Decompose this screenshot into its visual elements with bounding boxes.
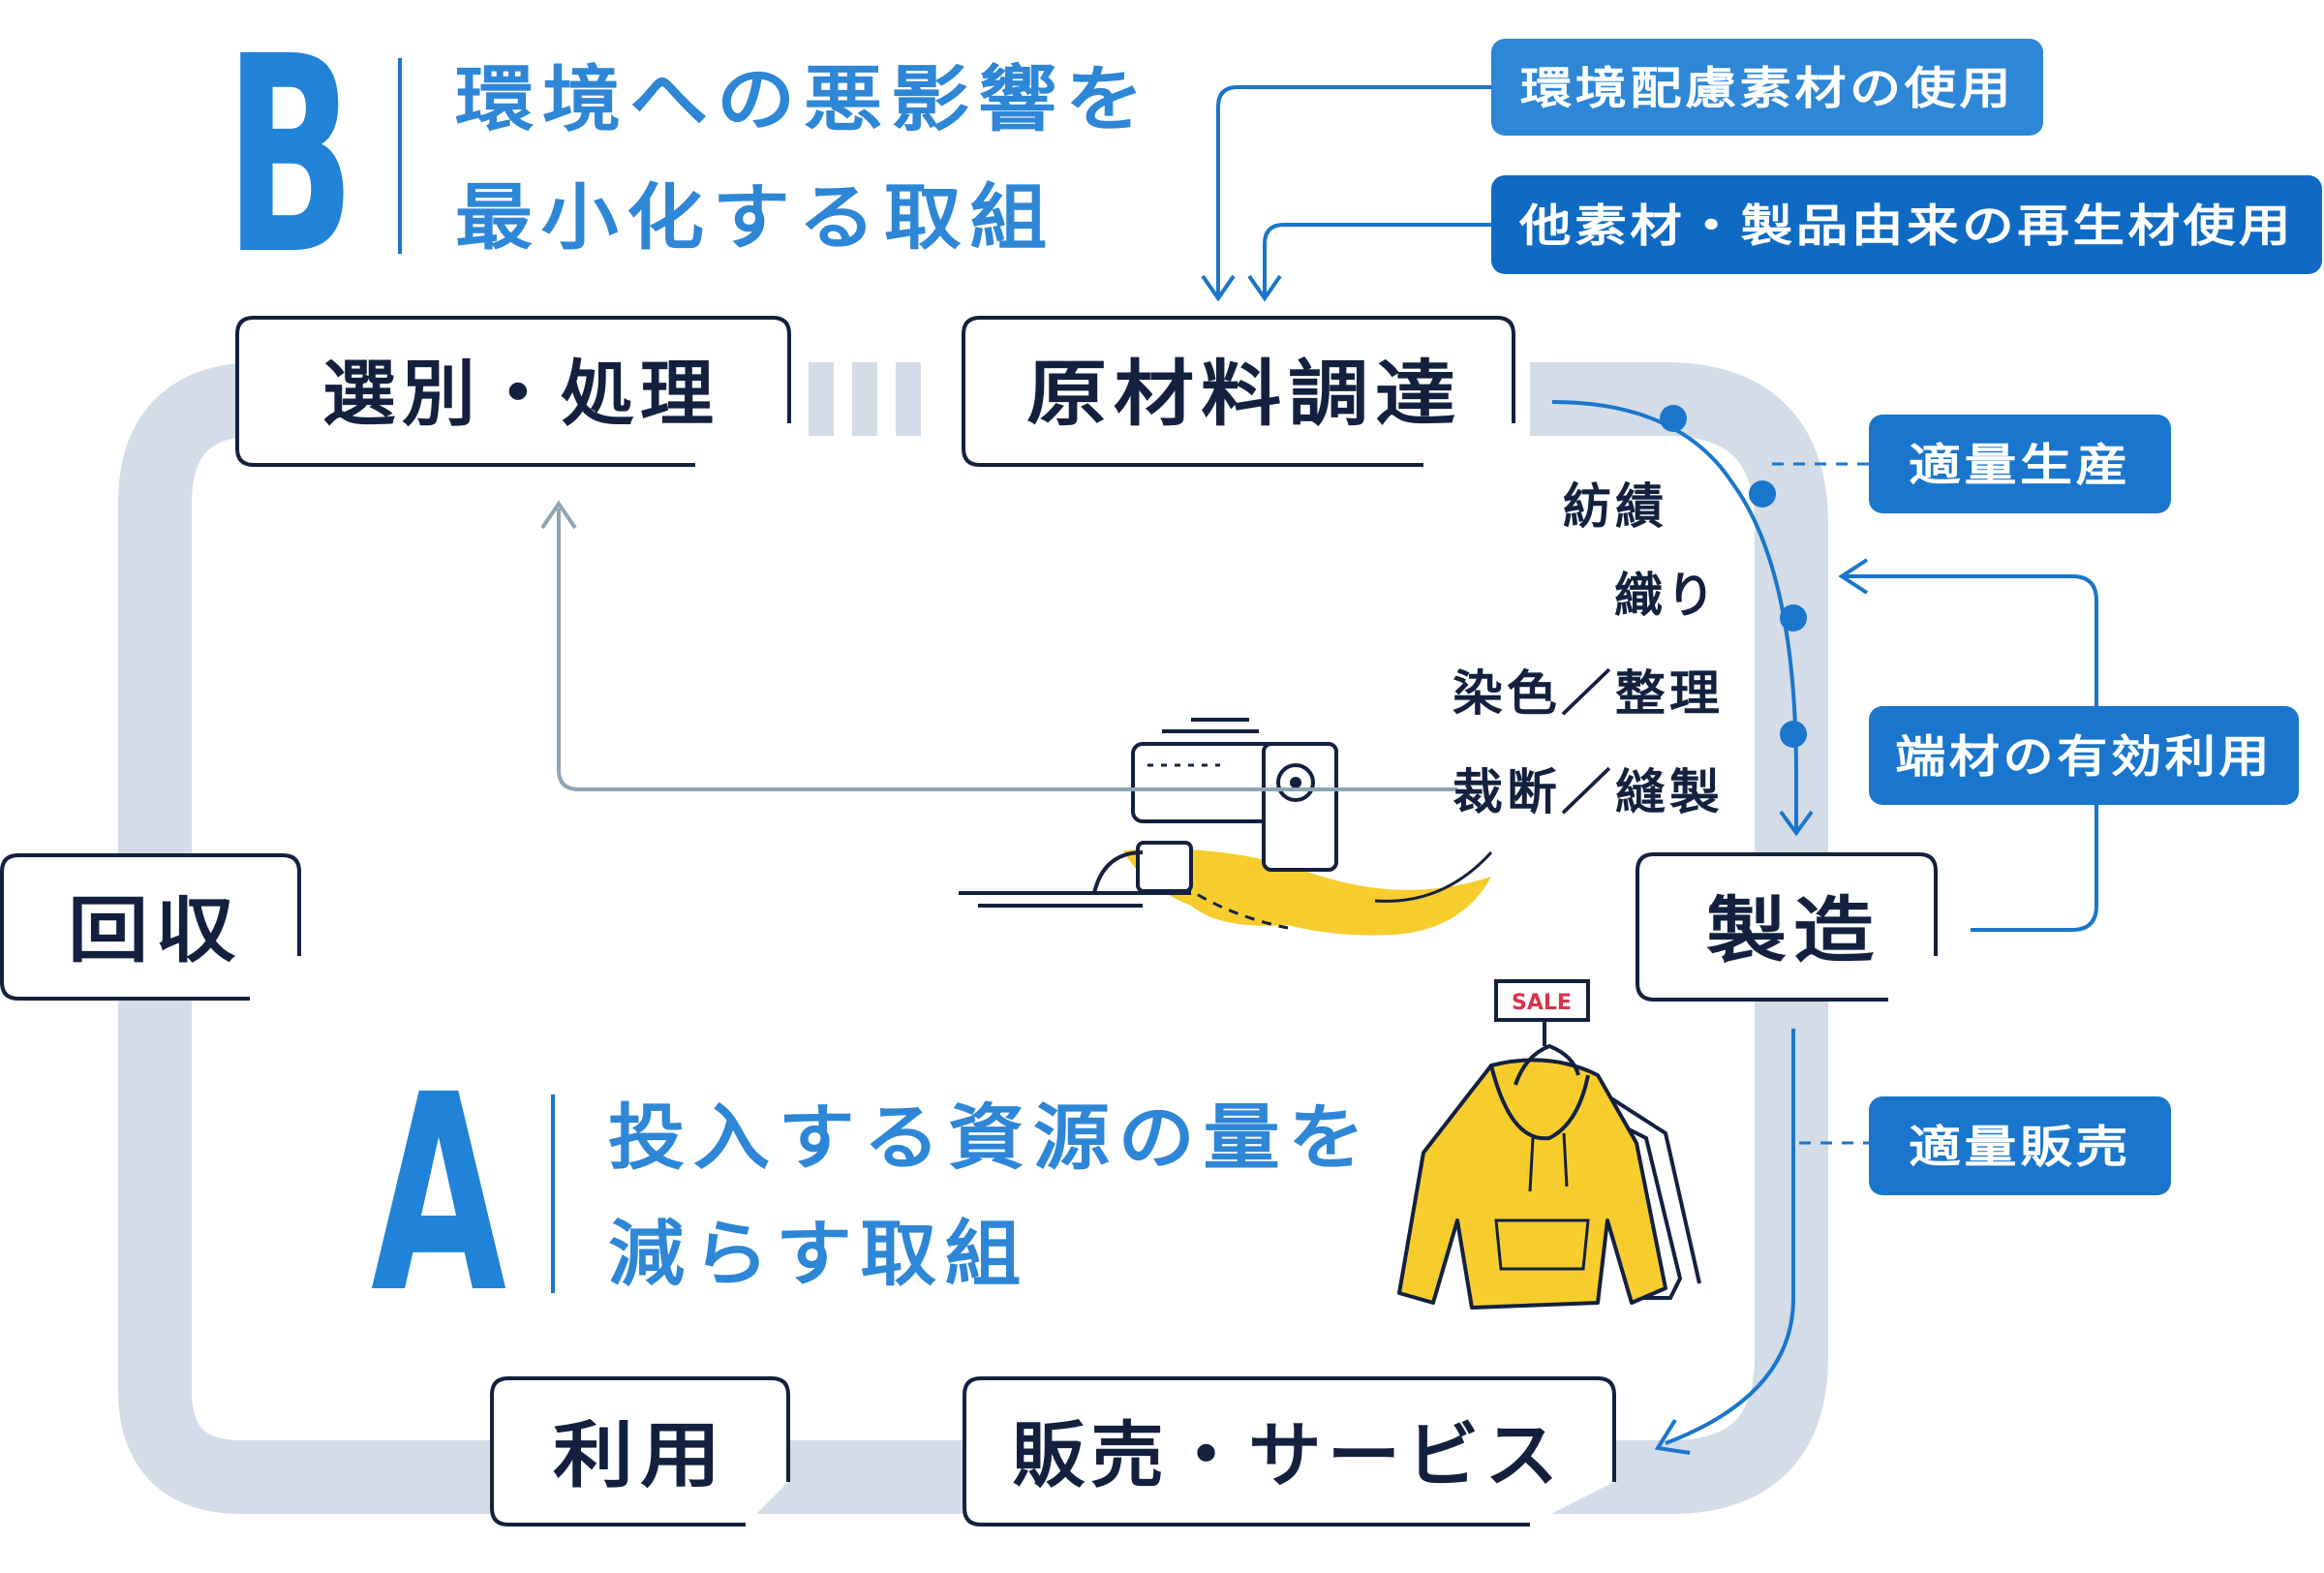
pill-offcut-use-label: 端材の有効利用 — [1895, 730, 2273, 783]
sale-tag-label: SALE — [1512, 991, 1572, 1015]
heading-a: A 投入する資源の量を 減らす取組 — [371, 1037, 1373, 1353]
heading-b: B 環境への悪影響を 最小化する取組 — [225, 0, 1152, 315]
hoodie-icon: SALE — [1397, 979, 1701, 1310]
stage-box-sorting: 選別・処理 — [235, 316, 791, 467]
heading-b-letter: B — [225, 0, 355, 315]
process-node — [1780, 721, 1807, 748]
pill-offcut-use: 端材の有効利用 — [1869, 706, 2299, 805]
pill-right-sales: 適量販売 — [1869, 1096, 2171, 1195]
process-node — [1749, 480, 1776, 508]
pill-right-sales-label: 適量販売 — [1909, 1121, 2131, 1173]
pill-right-production-label: 適量生産 — [1909, 439, 2131, 491]
step-weaving: 織り — [1614, 568, 1719, 624]
to-sales-arrow — [1654, 1029, 1869, 1455]
stage-label-sales: 販売・サービス — [1012, 1414, 1564, 1497]
pill-right-production: 適量生産 — [1869, 415, 2171, 513]
pill-eco-material-label: 環境配慮素材の使用 — [1520, 62, 2014, 114]
sewing-machine-icon — [959, 718, 1493, 936]
production-steps: 紡績 織り 染色／整理 裁断／縫製 — [1452, 478, 1724, 820]
process-node — [1780, 604, 1807, 632]
heading-b-line1: 環境への悪影響を — [455, 58, 1152, 141]
step-dyeing: 染色／整理 — [1452, 665, 1724, 722]
heading-a-line1: 投入する資源の量を — [608, 1096, 1373, 1180]
stage-box-materials: 原材料調達 — [962, 316, 1515, 467]
return-to-sorting-arrow — [540, 500, 1457, 791]
cycle-loop-track — [118, 362, 1828, 1514]
pill-recycled-material-label: 他素材・製品由来の再生材使用 — [1518, 200, 2294, 252]
heading-a-line2: 減らす取組 — [608, 1213, 1029, 1296]
stage-box-manufacturing: 製造 — [1636, 852, 1938, 1002]
material-input-arrows — [1201, 85, 1491, 302]
stage-box-use: 利用 — [490, 1376, 790, 1527]
step-spinning: 紡績 — [1563, 478, 1667, 535]
stage-label-use: 利用 — [553, 1414, 727, 1497]
stage-label-sorting: 選別・処理 — [322, 353, 719, 436]
stage-box-collection: 回収 — [0, 853, 301, 1001]
heading-b-line2: 最小化する取組 — [455, 176, 1055, 260]
stage-label-materials: 原材料調達 — [1026, 353, 1462, 436]
production-process-line — [1551, 400, 1869, 837]
pill-eco-material: 環境配慮素材の使用 — [1491, 39, 2043, 136]
heading-a-letter: A — [371, 1037, 507, 1353]
stage-box-sales: 販売・サービス — [963, 1376, 1616, 1527]
process-node — [1660, 405, 1687, 432]
pill-recycled-material: 他素材・製品由来の再生材使用 — [1491, 175, 2322, 274]
step-sewing: 裁断／縫製 — [1452, 764, 1724, 820]
stage-label-collection: 回収 — [68, 889, 242, 972]
stage-label-manufacturing: 製造 — [1706, 889, 1881, 972]
loop-dashed-bridge — [809, 362, 921, 436]
